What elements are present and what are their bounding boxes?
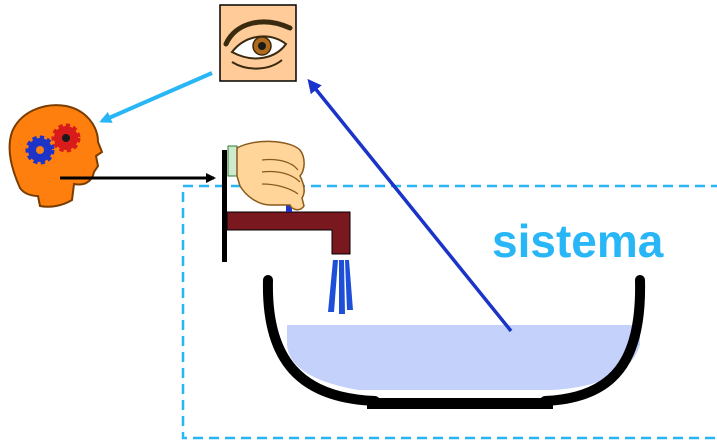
feedback-arrow-eye-to-head xyxy=(102,73,212,121)
system-label: sistema xyxy=(492,215,664,267)
head-with-gears-icon xyxy=(10,105,102,207)
blue-gear-icon xyxy=(28,138,52,162)
water xyxy=(287,325,640,390)
hand-icon xyxy=(228,141,304,209)
water-stream xyxy=(328,260,353,314)
red-gear-icon xyxy=(54,126,78,150)
eye-icon xyxy=(220,5,296,81)
